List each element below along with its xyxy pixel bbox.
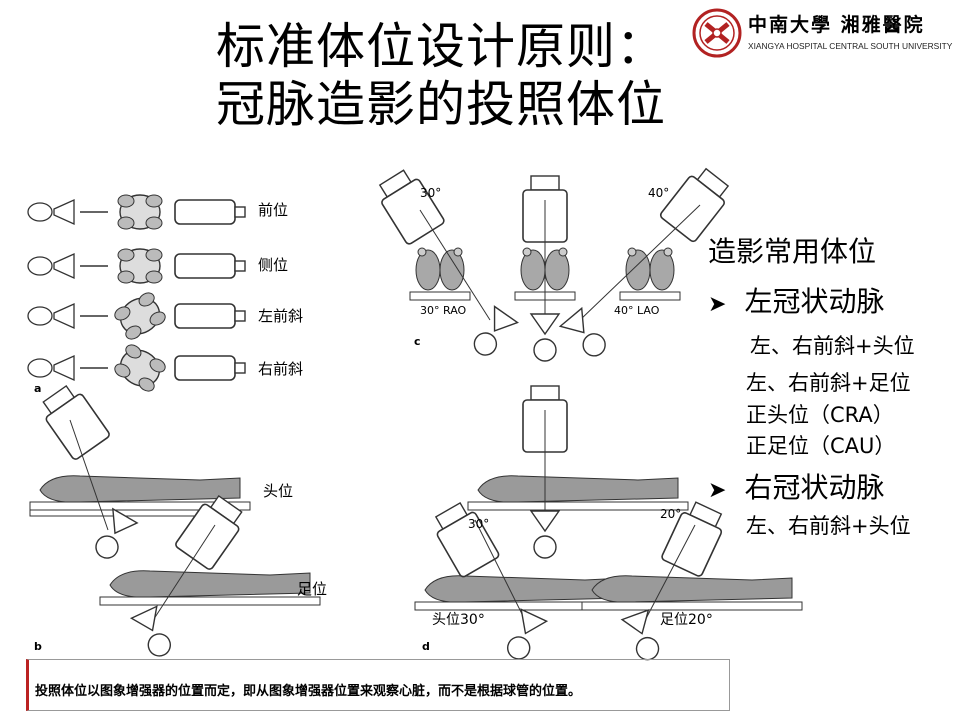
letter-a: a: [34, 382, 41, 395]
letter-d: d: [422, 640, 430, 653]
slide-title: 标准体位设计原则： 冠脉造影的投照体位: [216, 18, 666, 134]
logo-cn: 中南大學 湘雅醫院: [748, 14, 925, 36]
left-item-2: 左、右前斜+足位: [746, 371, 911, 395]
panel-b: [29, 380, 321, 662]
panel-a: [27, 194, 246, 395]
left-coronary-label: 左冠状动脉: [744, 285, 885, 318]
right-coronary-title: ➤ 右冠状动脉: [708, 466, 884, 506]
sidebar-heading: 造影常用体位: [708, 235, 877, 268]
left-item-1: 左、右前斜+头位: [750, 334, 915, 358]
label-d-2: 足位20°: [660, 612, 713, 628]
logo-en: XIANGYA HOSPITAL CENTRAL SOUTH UNIVERSIT…: [748, 41, 953, 51]
right-coronary-label: 右冠状动脉: [744, 471, 885, 504]
label-d-1: 头位30°: [432, 612, 485, 628]
label-a-3: 左前斜: [258, 307, 303, 325]
panel-d: [414, 385, 803, 665]
label-c-1: 30° RAO: [420, 304, 467, 317]
label-c-2: 40° LAO: [614, 304, 660, 317]
footnote-box: 投照体位以图象增强器的位置而定，即从图象增强器位置来观察心脏，而不是根据球管的位…: [26, 659, 730, 711]
seal-icon: [692, 8, 742, 58]
label-b-2: 足位: [297, 580, 327, 598]
angle-c-1: 30°: [420, 186, 441, 200]
label-b-1: 头位: [263, 482, 293, 500]
label-a-4: 右前斜: [258, 360, 303, 378]
footnote-text: 投照体位以图象增强器的位置而定，即从图象增强器位置来观察心脏，而不是根据球管的位…: [35, 684, 582, 699]
arrow-bullet-icon: ➤: [708, 292, 727, 317]
label-a-2: 侧位: [258, 256, 288, 274]
angle-c-2: 40°: [648, 186, 669, 200]
panel-c: [372, 162, 736, 363]
hospital-logo: 中南大學 湘雅醫院 XIANGYA HOSPITAL CENTRAL SOUTH…: [692, 8, 954, 58]
angle-d-1: 30°: [468, 517, 489, 531]
right-item-1: 左、右前斜+头位: [746, 514, 911, 538]
title-line-1: 标准体位设计原则：: [216, 18, 667, 75]
letter-c: c: [414, 335, 421, 348]
left-item-3: 正头位（CRA）: [746, 403, 894, 427]
arrow-bullet-icon: ➤: [708, 478, 727, 503]
left-coronary-title: ➤ 左冠状动脉: [708, 280, 884, 320]
left-item-4: 正足位（CAU）: [746, 434, 896, 458]
letter-b: b: [34, 640, 42, 653]
title-line-2: 冠脉造影的投照体位: [216, 76, 667, 133]
label-a-1: 前位: [258, 201, 288, 219]
projection-sidebar: 造影常用体位 ➤ 左冠状动脉 左、右前斜+头位 左、右前斜+足位 正头位（CRA）…: [708, 234, 958, 538]
angle-d-2: 20°: [660, 507, 681, 521]
